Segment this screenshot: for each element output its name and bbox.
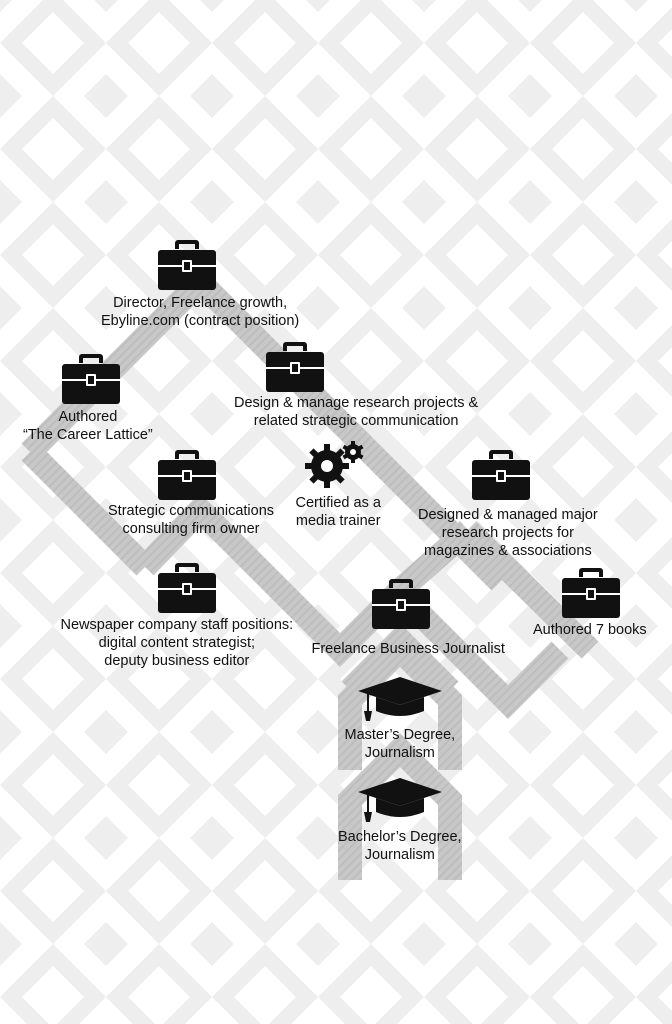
briefcase-icon — [158, 561, 216, 618]
node-label-line: Designed & managed major — [418, 507, 598, 523]
node-label-line: Design & manage research projects & — [234, 395, 479, 411]
node-label-line: related strategic communication — [253, 413, 459, 429]
node-label-career-lattice: Authored “The Career Lattice” — [23, 408, 153, 444]
node-label-director: Director, Freelance growth, Ebyline.com (… — [101, 294, 299, 330]
node-label-freelance-journalist: Freelance Business Journalist — [312, 640, 505, 658]
briefcase-icon — [472, 448, 530, 505]
node-label-line: Strategic communications — [108, 503, 275, 519]
node-label-line: Journalism — [364, 847, 435, 863]
node-label-books: Authored 7 books — [533, 621, 647, 639]
node-label-line: Ebyline.com (contract position) — [101, 313, 300, 329]
node-label-bachelors: Bachelor’s Degree, Journalism — [338, 828, 462, 864]
node-label-masters: Master’s Degree, Journalism — [345, 726, 456, 762]
node-label-line: deputy business editor — [104, 653, 250, 669]
graduation-cap-icon — [358, 675, 442, 730]
node-label-line: research projects for — [441, 525, 574, 541]
node-label-line: Master’s Degree, — [344, 727, 456, 743]
briefcase-icon — [62, 352, 120, 409]
node-label-major-research: Designed & managed major research project… — [418, 506, 598, 560]
node-label-line: consulting firm owner — [122, 521, 260, 537]
node-label-line: Journalism — [364, 745, 435, 761]
node-label-line: Authored 7 books — [533, 622, 647, 638]
briefcase-icon — [158, 238, 216, 295]
node-label-line: “The Career Lattice” — [23, 427, 153, 443]
node-label-newspaper: Newspaper company staff positions: digita… — [61, 616, 294, 670]
node-label-line: magazines & associations — [424, 543, 592, 559]
node-label-line: Certified as a — [295, 495, 381, 511]
node-label-line: Authored — [58, 409, 118, 425]
node-label-line: Newspaper company staff positions: — [60, 617, 294, 633]
node-label-line: media trainer — [295, 513, 381, 529]
briefcase-icon — [372, 577, 430, 634]
node-label-line: digital content strategist; — [98, 635, 256, 651]
briefcase-icon — [562, 566, 620, 623]
node-label-media-trainer: Certified as a media trainer — [296, 494, 381, 530]
node-label-consulting: Strategic communications consulting firm … — [108, 502, 274, 538]
graduation-cap-icon — [358, 776, 442, 831]
node-label-line: Freelance Business Journalist — [311, 641, 505, 657]
node-label-line: Bachelor’s Degree, — [338, 829, 462, 845]
node-label-research-projects: Design & manage research projects & relat… — [234, 394, 478, 430]
briefcase-icon — [266, 340, 324, 397]
briefcase-icon — [158, 448, 216, 505]
gears-icon — [304, 440, 368, 495]
node-label-line: Director, Freelance growth, — [113, 295, 288, 311]
